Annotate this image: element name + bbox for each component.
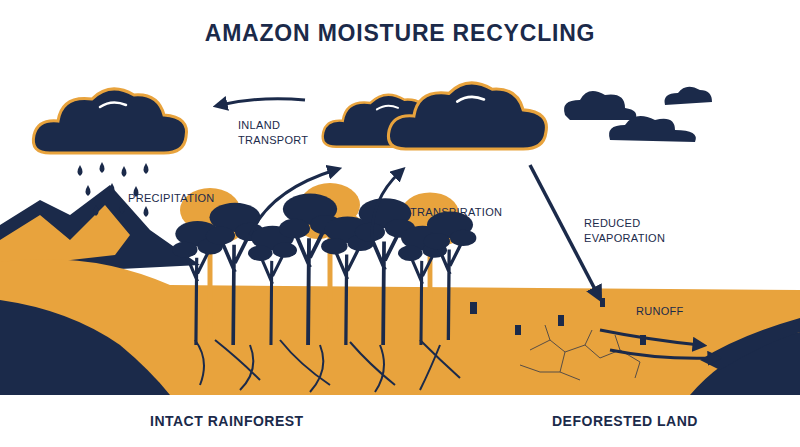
region-label: INTACT RAINFOREST [150, 414, 304, 429]
process-label: PRECIPITATION [128, 191, 215, 206]
rain-cloud [33, 89, 186, 153]
raindrop [100, 162, 105, 173]
raindrop [86, 185, 91, 196]
transpiration-arrow [372, 172, 400, 240]
ground-shadow [0, 300, 170, 395]
raindrop [120, 203, 125, 214]
raindrop [122, 166, 127, 177]
runoff-arrow [600, 330, 700, 345]
inland-transport-arrow [220, 99, 305, 105]
region-label: DEFORESTED LAND [552, 414, 698, 429]
process-label: INLAND TRANSPORT [238, 118, 308, 148]
roots [195, 340, 460, 392]
raindrop [94, 205, 99, 216]
raindrop [110, 183, 115, 194]
raindrop [78, 165, 83, 176]
raindrop [144, 163, 149, 174]
tree-stumps [470, 298, 646, 345]
diagram-title: AMAZON MOISTURE RECYCLING [0, 20, 800, 47]
raindrop [144, 206, 149, 217]
process-label: TRANSPIRATION [410, 205, 502, 220]
process-label: REDUCED EVAPORATION [584, 216, 684, 246]
transpiration-arrow [250, 170, 335, 235]
raindrops [78, 162, 149, 217]
ground [0, 259, 800, 395]
mountain-face [0, 205, 130, 268]
runoff-arrow [610, 350, 715, 358]
process-label: RUNOFF [636, 304, 684, 319]
cloud [388, 83, 546, 149]
small-clouds [564, 87, 712, 142]
flow-arrows [220, 99, 715, 359]
reduced-evaporation-arrow [530, 165, 598, 295]
river-bank [700, 318, 800, 370]
